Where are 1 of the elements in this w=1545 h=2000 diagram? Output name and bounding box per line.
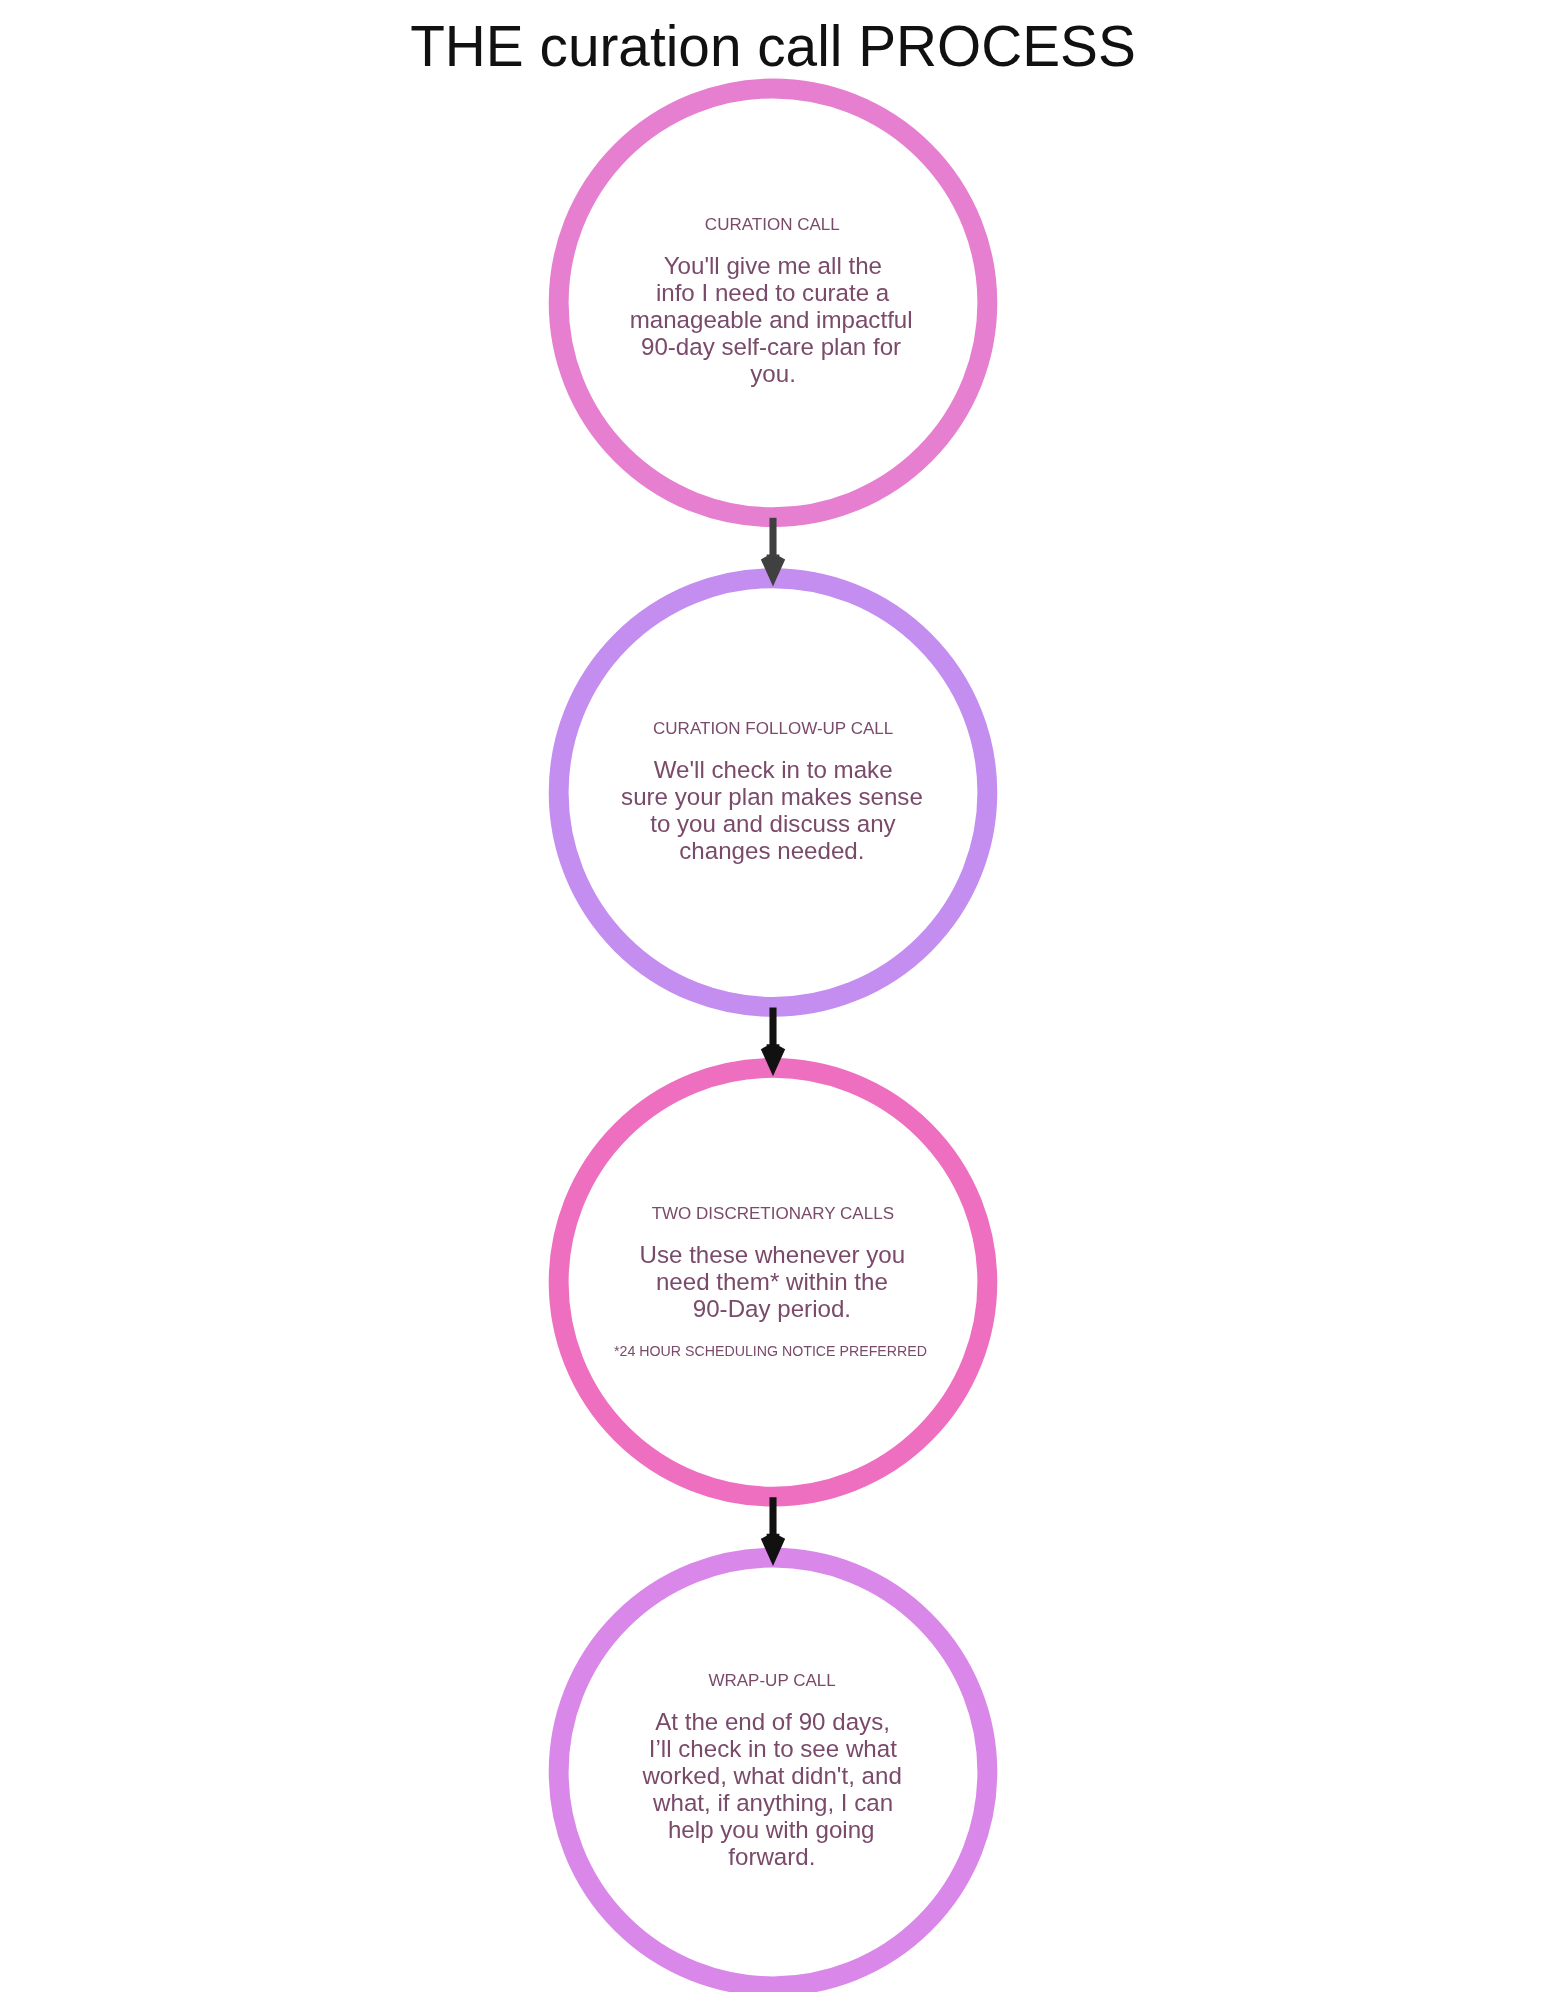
diagram-title: THE curation call PROCESS <box>409 14 1136 78</box>
